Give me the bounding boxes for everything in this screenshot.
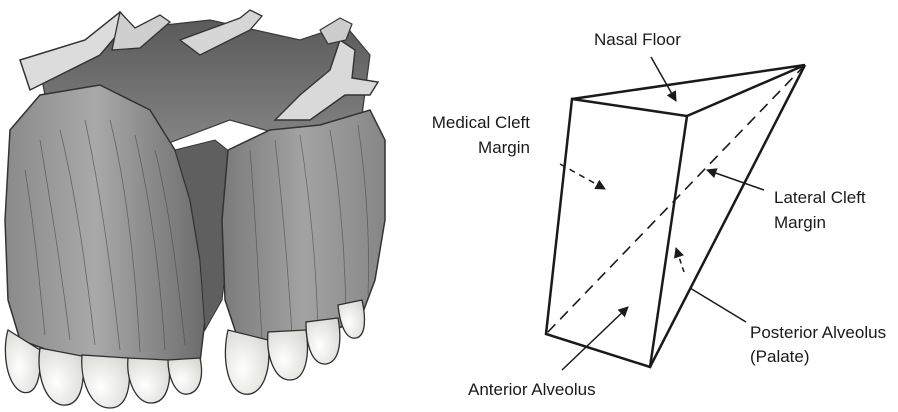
- arrow-posterior: [676, 248, 684, 272]
- hidden-edge: [546, 65, 805, 334]
- prism-front-face: [546, 99, 687, 367]
- prism-top-face: [572, 65, 805, 116]
- arrow-lateral-cleft: [707, 170, 764, 190]
- label-posterior-line1: Posterior Alveolus: [750, 322, 886, 343]
- label-anterior-alveolus: Anterior Alveolus: [468, 379, 596, 400]
- label-lateral-cleft-line1: Lateral Cleft: [774, 187, 866, 208]
- arrow-anterior: [562, 307, 628, 370]
- arrow-nasal-floor: [651, 57, 676, 101]
- label-medial-cleft-line1: Medical Cleft: [432, 112, 530, 133]
- label-posterior-line2: (Palate): [750, 346, 810, 367]
- label-lateral-cleft-line2: Margin: [774, 212, 826, 233]
- arrow-medial-cleft: [560, 164, 605, 189]
- label-medial-cleft-line2: Margin: [478, 137, 530, 158]
- label-nasal-floor: Nasal Floor: [594, 29, 681, 50]
- leader-posterior: [690, 288, 746, 322]
